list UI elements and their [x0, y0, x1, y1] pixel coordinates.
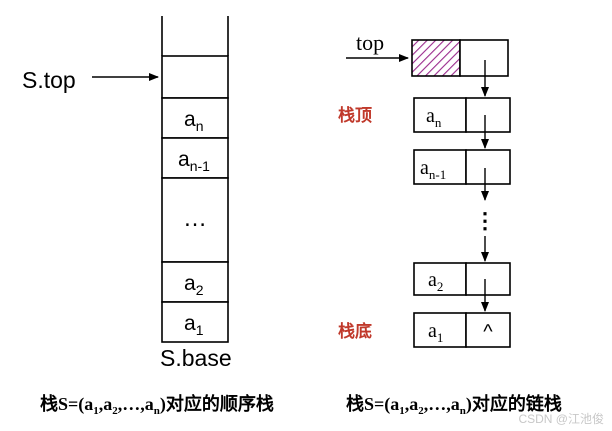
- top-label: top: [356, 30, 384, 55]
- node-an-next: [465, 97, 511, 133]
- stack-bottom-side-label: 栈底: [338, 321, 372, 341]
- stack-cell-a2: [161, 261, 229, 303]
- watermark: CSDN @江池俊: [518, 411, 604, 426]
- node-label-an: an: [426, 105, 442, 130]
- sequential-stack: an an-1 … a2 a1 S.top S.base 栈S=(a1,a2,……: [22, 16, 274, 417]
- stack-cell-a1: [161, 301, 229, 343]
- node-a2-next: [465, 262, 511, 296]
- stack-ellipsis: …: [183, 205, 207, 232]
- node-label-an-1: an-1: [420, 157, 446, 182]
- node-an-data: [413, 97, 467, 133]
- node-label-a1: a1: [428, 320, 443, 345]
- s-top-label: S.top: [22, 67, 76, 93]
- node-label-a2: a2: [428, 269, 443, 294]
- sequential-stack-caption: 栈S=(a1,a2,…,an)对应的顺序栈: [40, 393, 274, 417]
- stack-cell-ellipsis: [161, 177, 229, 263]
- stack-label-an: an: [184, 108, 203, 134]
- link-ellipsis: ⋮: [474, 208, 496, 233]
- node-a2-data: [413, 262, 467, 296]
- s-base-label: S.base: [160, 345, 232, 371]
- node-a1-data: [413, 312, 467, 348]
- node-a1-next: [465, 312, 511, 348]
- stack-cell-empty: [161, 55, 229, 99]
- stack-top-side-label: 栈顶: [338, 105, 372, 125]
- stack-label-an-1: an-1: [178, 148, 210, 174]
- head-node-data: [411, 39, 461, 77]
- linked-stack: top an an-1 a2 a1 ^ ⋮ 栈顶 栈底: [338, 30, 562, 417]
- head-node-next: [459, 39, 509, 77]
- linked-stack-caption: 栈S=(a1,a2,…,an)对应的链栈: [346, 393, 562, 417]
- node-an-1-next: [465, 149, 511, 185]
- stack-label-a1: a1: [184, 312, 204, 338]
- null-pointer-symbol: ^: [483, 321, 493, 343]
- stack-cell-an-1: [161, 137, 229, 179]
- stack-label-a2: a2: [184, 272, 204, 298]
- stack-cell-an: [161, 97, 229, 139]
